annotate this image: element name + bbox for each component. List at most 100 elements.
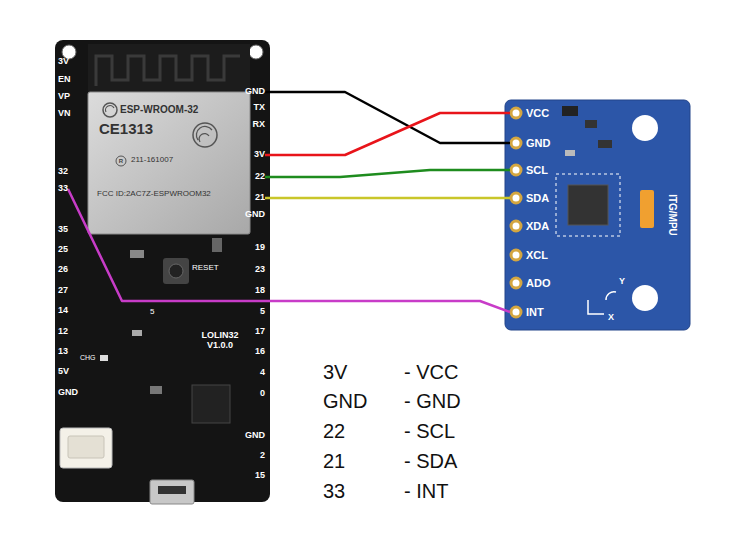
axis-symbol xyxy=(588,300,604,314)
wire xyxy=(265,170,510,177)
pin-map-text: 3V xyxy=(323,361,347,383)
axis-label: X xyxy=(608,313,614,323)
wifi-icon xyxy=(196,126,212,142)
pin-label: 0 xyxy=(260,389,265,399)
chip-marking: ITG/MPU xyxy=(667,194,678,236)
pin-label: TX xyxy=(253,103,265,113)
button-label: RESET xyxy=(192,264,219,273)
pin-label: SDA xyxy=(526,192,549,204)
pin-label: GND xyxy=(245,431,265,441)
sensor-pin: INT xyxy=(510,306,544,318)
pin-label: 27 xyxy=(58,286,68,296)
battery-connector xyxy=(68,436,104,458)
pin-label: 26 xyxy=(58,265,68,275)
wire xyxy=(265,197,510,200)
smd-part xyxy=(598,140,612,148)
sensor-pin: VCC xyxy=(510,107,549,119)
axis-symbol xyxy=(606,292,616,300)
pin-label: VN xyxy=(58,109,71,119)
board-pin: 33 xyxy=(58,184,68,194)
smd-part xyxy=(565,150,575,156)
pin-label: 16 xyxy=(255,347,265,357)
board-pin: 3V xyxy=(254,150,265,160)
silk-number: 5 xyxy=(150,308,154,317)
smd-part xyxy=(130,250,144,258)
pin-map-text: - INT xyxy=(404,480,448,502)
pin-pad xyxy=(511,221,521,231)
battery-connector xyxy=(60,428,112,468)
module-name: ESP-WROOM-32 xyxy=(120,104,198,115)
mount-hole xyxy=(632,115,658,141)
pin-label: GND xyxy=(245,87,265,97)
pin-label: 22 xyxy=(255,172,265,182)
pin-label: 23 xyxy=(255,265,265,275)
pin-pad xyxy=(511,138,521,148)
pin-label: 32 xyxy=(58,167,68,177)
smd-part xyxy=(562,106,578,116)
pin-pad xyxy=(511,278,521,288)
cert-mark: CE1313 xyxy=(99,121,153,138)
usb-port xyxy=(158,486,186,494)
mark-circle xyxy=(116,156,126,166)
axis-label: Y xyxy=(619,277,625,287)
pin-label: 33 xyxy=(58,184,68,194)
board-pin: GND xyxy=(245,87,265,97)
pin-label: 14 xyxy=(58,306,68,316)
pin-label: 5V xyxy=(58,367,69,377)
pin-label: 4 xyxy=(260,368,265,378)
sensor-pin: GND xyxy=(510,137,550,149)
pin-map-text: - VCC xyxy=(404,361,458,383)
sensor-pcb xyxy=(505,100,690,330)
pin-pad xyxy=(511,250,521,260)
usb-chip xyxy=(192,385,230,423)
pin-pad xyxy=(511,165,521,175)
pin-pad xyxy=(511,307,521,317)
wire xyxy=(68,189,510,312)
sensor-pin: SCL xyxy=(510,164,548,176)
pin-label: VCC xyxy=(526,107,549,119)
sensor-chip xyxy=(568,185,608,225)
board-name: LOLIN32 V1.0.0 xyxy=(194,331,246,351)
module-can xyxy=(88,92,250,234)
sensor-pin: SDA xyxy=(510,192,549,204)
pin-map-text: - SDA xyxy=(404,450,457,472)
pin-map-text: 22 xyxy=(323,420,345,442)
pin-label: 21 xyxy=(255,193,265,203)
logo-icon xyxy=(103,103,117,117)
esp32-board: LOLIN32 V1.0.0ESP-WROOM-32CE1313211-1610… xyxy=(55,40,270,502)
pin-label: 3V xyxy=(58,57,69,67)
pin-label: 15 xyxy=(255,471,265,481)
pin-map-text: 33 xyxy=(323,480,345,502)
smd-part xyxy=(150,386,162,394)
led-label: CHG xyxy=(80,354,96,362)
fcc-id: FCC ID:2AC7Z-ESPWROOM32 xyxy=(97,190,211,199)
pin-label: INT xyxy=(526,306,544,318)
logo-icon xyxy=(106,106,114,112)
pin-label: SCL xyxy=(526,164,548,176)
pin-label: GND xyxy=(58,388,78,398)
pin-label: 19 xyxy=(255,243,265,253)
board-pin: 21 xyxy=(255,193,265,203)
pin-label: 18 xyxy=(255,286,265,296)
reset-button xyxy=(169,264,183,278)
pin-map-text: - SCL xyxy=(404,420,455,442)
mount-hole xyxy=(632,285,658,311)
chip-outline xyxy=(556,174,620,236)
pin-pad xyxy=(511,108,521,118)
pin-map-text: 21 xyxy=(323,450,345,472)
pin-label: 17 xyxy=(255,327,265,337)
mark-letter: R xyxy=(119,158,123,165)
usb-port xyxy=(150,480,194,504)
board-body xyxy=(55,40,270,502)
smd-part xyxy=(212,238,222,252)
pin-label: 12 xyxy=(58,327,68,337)
pin-label: 2 xyxy=(260,451,265,461)
pin-label: EN xyxy=(58,75,71,85)
antenna-trace xyxy=(96,56,240,86)
pin-label: XCL xyxy=(526,249,548,261)
pin-label: RX xyxy=(252,120,265,130)
